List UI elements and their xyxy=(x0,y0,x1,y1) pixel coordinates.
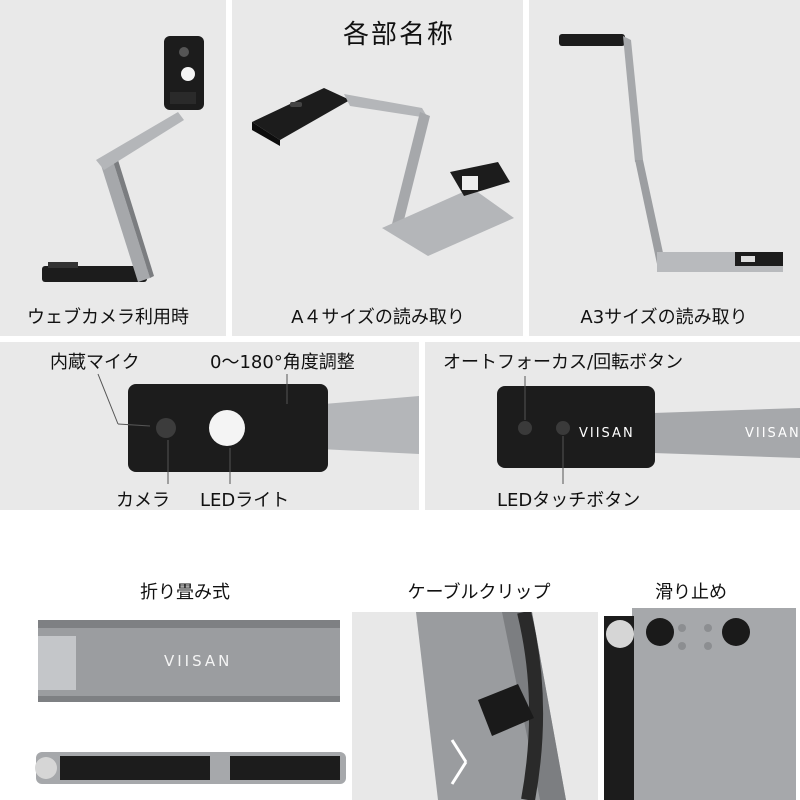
device-brand-logo: VIISAN xyxy=(579,426,635,441)
foldable-panel: VIISAN xyxy=(30,612,348,800)
buttons-panel: オートフォーカス/回転ボタン VIISAN VIISAN LEDタッチボタン xyxy=(425,342,800,510)
cable-clip-illustration xyxy=(416,612,566,800)
anti-slip-illustration xyxy=(604,608,796,800)
af-button-label: オートフォーカス/回転ボタン xyxy=(443,352,684,373)
a3-mode-device-illustration xyxy=(559,34,783,272)
cable-clip-label: ケーブルクリップ xyxy=(407,582,551,603)
mic-label: 内蔵マイク xyxy=(50,352,140,373)
led-light-label: LEDライト xyxy=(200,490,290,510)
button-head-illustration xyxy=(497,376,800,484)
device-brand-logo-arm: VIISAN xyxy=(745,426,800,441)
a4-mode-label: A４サイズの読み取り xyxy=(291,307,465,328)
folded-device-illustration xyxy=(35,620,346,784)
a3-mode-label: A3サイズの読み取り xyxy=(580,307,748,328)
a4-mode-panel: 各部名称 A４サイズの読み取り xyxy=(232,0,523,336)
cable-clip-panel xyxy=(352,612,598,800)
angle-label: 0～180°角度調整 xyxy=(210,352,355,373)
webcam-mode-label: ウェブカメラ利用時 xyxy=(27,307,189,328)
webcam-mode-panel: ウェブカメラ利用時 xyxy=(0,0,226,336)
anti-slip-panel xyxy=(604,602,800,800)
page-title: 各部名称 xyxy=(342,20,456,50)
a3-mode-panel: A3サイズの読み取り xyxy=(529,0,800,336)
a4-mode-device-illustration xyxy=(252,88,514,256)
camera-head-illustration xyxy=(97,373,419,484)
led-touch-label: LEDタッチボタン xyxy=(497,490,641,510)
camera-label: カメラ xyxy=(116,490,170,510)
folded-device-brand: VIISAN xyxy=(164,652,233,670)
webcam-mode-device-illustration xyxy=(42,36,204,282)
anti-slip-label: 滑り止め xyxy=(655,582,727,603)
foldable-label: 折り畳み式 xyxy=(140,582,230,603)
camera-head-panel: 内蔵マイク 0～180°角度調整 カメラ LEDライト xyxy=(0,342,419,510)
